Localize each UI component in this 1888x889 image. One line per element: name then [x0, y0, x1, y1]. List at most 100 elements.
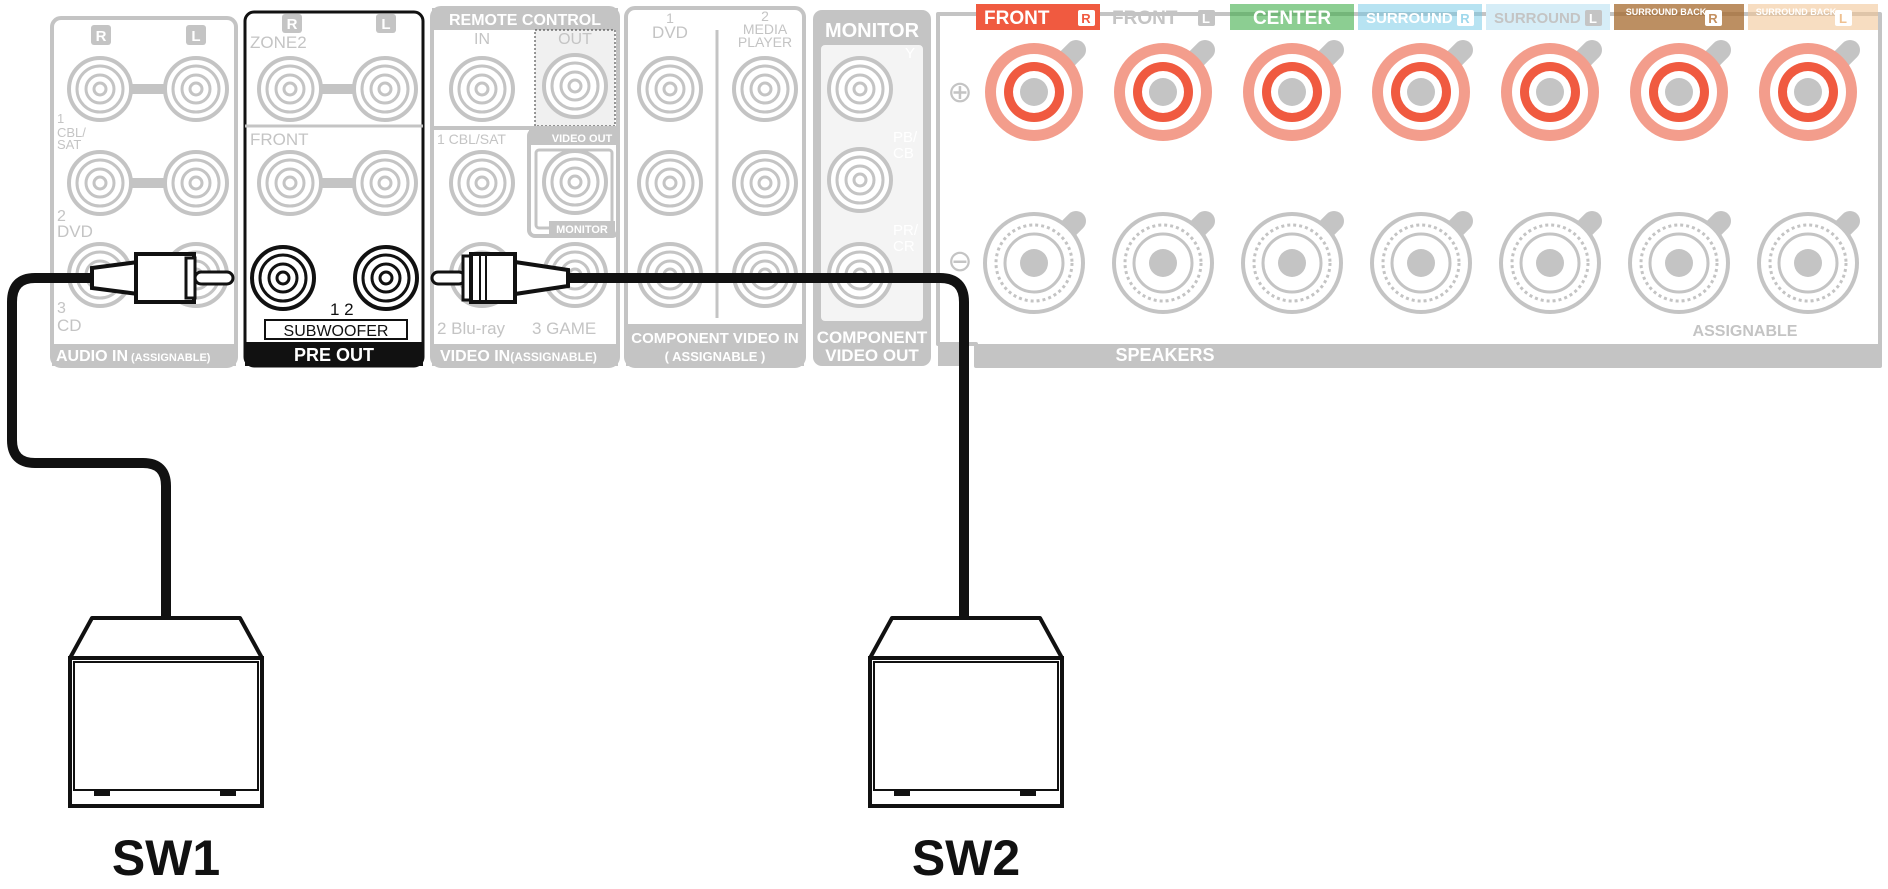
component-in-col2-number: 2 — [761, 8, 769, 24]
terminal-surround-r-plus — [1372, 43, 1470, 141]
subwoofer-2-jack — [353, 245, 419, 311]
audio-in-row1-number: 1 — [57, 111, 64, 126]
audio-in-row2-name: DVD — [57, 222, 93, 241]
front-l-jack — [352, 150, 418, 216]
speakers-section: SPEAKERS ASSIGNABLE ⊕ ⊖ FRONT R FRONT L … — [936, 4, 1882, 368]
component-out-footer: COMPONENT — [817, 328, 928, 347]
pre-out-section: R L ZONE2 FRONT 1 2 SUBWOOFER PRE OUT — [243, 10, 425, 368]
component-in-footer: COMPONENT VIDEO IN — [631, 330, 799, 347]
audio-in-footer: AUDIO IN(ASSIGNABLE) — [56, 348, 211, 365]
component-in-1-pb-jack — [637, 150, 703, 216]
terminal-front-r-plus — [985, 43, 1083, 141]
pre-out-footer: PRE OUT — [294, 345, 374, 365]
channel-tab-1-side: L — [1202, 11, 1210, 26]
video-out-monitor-jack — [542, 149, 608, 215]
component-in-1-y-jack — [637, 56, 703, 122]
subwoofer-label: SUBWOOFER — [284, 323, 389, 340]
remote-in-jack — [449, 56, 515, 122]
subwoofer-sw2: SW2 — [868, 616, 1064, 886]
video-in-cbl-sat-label: 1 CBL/SAT — [437, 131, 506, 147]
audio-in-row2-number: 2 — [57, 208, 66, 225]
video-in-section: REMOTE CONTROL IN OUT 1 CBL/SAT VIDEO OU… — [430, 6, 620, 368]
terminal-surround-r-minus — [1372, 214, 1470, 312]
channel-tab-4: SURROUND — [1494, 10, 1581, 27]
remote-out-jack — [542, 53, 608, 119]
component-out-cr-label: CR — [893, 238, 915, 255]
terminal-center-minus — [1243, 214, 1341, 312]
component-in-2-pb-jack — [732, 150, 798, 216]
audio-in-l-label: L — [191, 28, 200, 45]
zone2-r-jack — [257, 56, 323, 122]
terminal-front-l-minus — [1114, 214, 1212, 312]
video-in-1-jack — [449, 150, 515, 216]
audio-in-row3-number: 3 — [57, 300, 66, 317]
channel-tab-5: SURROUND BACK — [1626, 7, 1707, 17]
audio-in-1-l-jack — [163, 56, 229, 122]
terminal-surround-back-r-minus — [1630, 214, 1728, 312]
audio-in-2-l-jack — [163, 150, 229, 216]
terminal-surround-back-l-plus — [1759, 43, 1857, 141]
channel-tab-0: FRONT — [984, 8, 1050, 29]
terminal-surround-l-plus — [1501, 43, 1599, 141]
component-out-pb-jack — [827, 147, 893, 213]
pre-out-front-label: FRONT — [250, 130, 309, 149]
pre-out-zone2-label: ZONE2 — [250, 33, 307, 52]
audio-in-row1-name: CBL/ — [57, 125, 86, 140]
audio-in-row1-name-b: SAT — [57, 137, 81, 152]
component-out-pr-label: PR/ — [893, 222, 919, 239]
terminal-surround-back-r-plus — [1630, 43, 1728, 141]
audio-in-1-r-jack — [67, 56, 133, 122]
minus-terminal-symbol: ⊖ — [947, 245, 972, 278]
front-r-jack — [257, 150, 323, 216]
pre-out-r-label: R — [287, 16, 298, 33]
subwoofer-1-jack — [250, 245, 316, 311]
terminal-front-r-minus — [985, 214, 1083, 312]
terminal-front-l-plus — [1114, 43, 1212, 141]
channel-tab-0-side: R — [1081, 11, 1091, 26]
zone2-l-jack — [352, 56, 418, 122]
channel-tab-3-side: R — [1460, 11, 1470, 26]
component-in-2-y-jack — [732, 56, 798, 122]
channel-tab-6: SURROUND BACK — [1756, 7, 1837, 17]
remote-in-label: IN — [474, 31, 490, 48]
audio-in-2-r-jack — [67, 150, 133, 216]
terminal-center-plus — [1243, 43, 1341, 141]
channel-tab-1: FRONT — [1112, 8, 1178, 29]
speakers-footer: SPEAKERS — [1115, 345, 1214, 365]
channel-tab-3: SURROUND — [1366, 10, 1453, 27]
component-video-out-section: MONITOR Y PB/ CB PR/ CR COMPONENT VIDEO … — [813, 10, 931, 366]
remote-out-label: OUT — [558, 31, 592, 48]
component-out-y-label: Y — [905, 45, 915, 62]
audio-in-row3-name: CD — [57, 316, 82, 335]
component-out-footer-sub: VIDEO OUT — [825, 346, 919, 365]
video-in-footer: VIDEO IN(ASSIGNABLE) — [440, 348, 597, 365]
audio-in-section: R L 1 CBL/ SAT 2 DVD 3 CD AUDIO IN(ASSIG… — [50, 16, 238, 368]
terminal-surround-l-minus — [1501, 214, 1599, 312]
cable-sw2 — [430, 252, 969, 618]
component-out-monitor-label: MONITOR — [825, 20, 920, 42]
channel-tab-4-side: L — [1589, 11, 1597, 26]
terminal-surround-back-l-minus — [1759, 214, 1857, 312]
component-out-cb-label: CB — [893, 145, 914, 162]
sw1-label: SW1 — [112, 830, 220, 886]
component-out-y-jack — [827, 56, 893, 122]
plus-terminal-symbol: ⊕ — [947, 76, 972, 109]
component-video-in-section: 1 DVD 2 MEDIA PLAYER COMPONENT VIDEO IN … — [624, 6, 806, 368]
audio-in-r-label: R — [96, 28, 107, 45]
video-in-game-label: 3 GAME — [532, 319, 596, 338]
sw2-label: SW2 — [912, 830, 1020, 886]
channel-tab-6-side: L — [1839, 11, 1847, 26]
component-in-footer-sub: ( ASSIGNABLE ) — [665, 349, 766, 364]
component-out-pb-label: PB/ — [893, 129, 918, 146]
video-out-monitor-caption: MONITOR — [556, 224, 608, 236]
component-in-col1-number: 1 — [666, 10, 674, 26]
remote-control-header: REMOTE CONTROL — [449, 12, 601, 29]
component-in-col2-name-b: PLAYER — [738, 34, 792, 50]
cable-sw1 — [7, 252, 235, 618]
video-out-label: VIDEO OUT — [552, 133, 613, 145]
subwoofer-numbers: 1 2 — [330, 300, 354, 319]
component-in-col2-name: MEDIA — [743, 21, 788, 37]
channel-tab-5-side: R — [1708, 11, 1718, 26]
video-in-bluray-label: 2 Blu-ray — [437, 319, 506, 338]
